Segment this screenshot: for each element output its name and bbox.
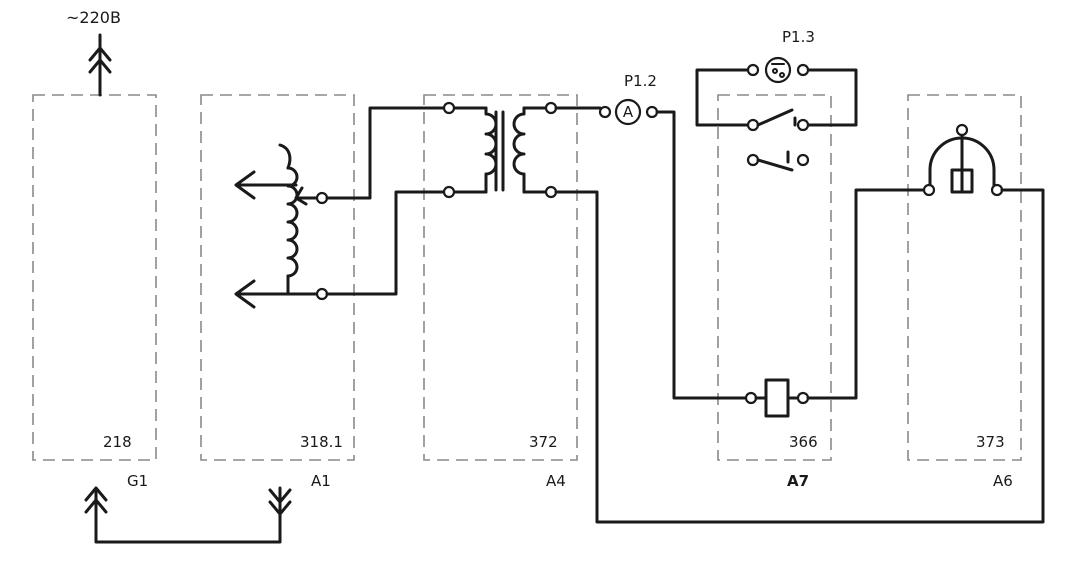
counter-icon-dot-2 [779,72,785,78]
a4-terminal-1 [442,101,456,115]
module-g1-designator: G1 [127,472,148,490]
counter-loop-wire [695,68,750,127]
supply-label: ~220В [66,8,121,27]
ammeter-label: P1.2 [624,72,657,90]
module-a1-code: 318.1 [300,433,343,451]
module-a6-designator: А6 [993,472,1013,490]
a4-terminal-2 [442,185,456,199]
wire-a1-a4-lower [325,190,446,296]
lamp-symbol [928,131,996,194]
contact-2-terminal-b [796,153,810,167]
module-a1-frame [200,94,355,461]
counter-icon [764,56,792,84]
module-a7-code: 366 [789,433,818,451]
counter-label: P1.3 [782,28,815,46]
contact-1-terminal-b [796,118,810,132]
module-g1-frame [32,94,157,461]
counter-terminal-1 [746,63,760,77]
counter-loop-wire-right [802,68,858,127]
counter-terminal-2 [796,63,810,77]
g1-a1-link [84,486,292,544]
wire-a1-a4-upper [325,106,446,200]
a6-terminal-1 [922,183,936,197]
module-a4-code: 372 [529,433,558,451]
ammeter-symbol: A [623,103,634,121]
module-a7-frame [717,94,832,461]
module-a7-designator: А7 [787,472,809,490]
wire-relay-a6 [806,188,926,400]
relay-coil [764,378,790,418]
supply-connector [88,33,112,97]
module-a6-frame [907,94,1022,461]
autotransformer-symbol [234,143,324,309]
module-a4-frame [423,94,578,461]
lamp-top-terminal [955,123,969,137]
contact-2-blade [756,158,794,172]
counter-icon-dot-1 [772,68,778,74]
module-a4-designator: А4 [546,472,566,490]
transformer-symbol [452,106,548,194]
module-a6-code: 373 [976,433,1005,451]
wire-return [554,188,1045,524]
contact-1-blade [756,108,794,127]
module-g1-code: 218 [103,433,132,451]
wire-ammeter-relay [655,110,748,400]
module-a1-designator: А1 [311,472,331,490]
ammeter-icon [614,98,642,126]
ammeter-terminal-in [598,105,612,119]
